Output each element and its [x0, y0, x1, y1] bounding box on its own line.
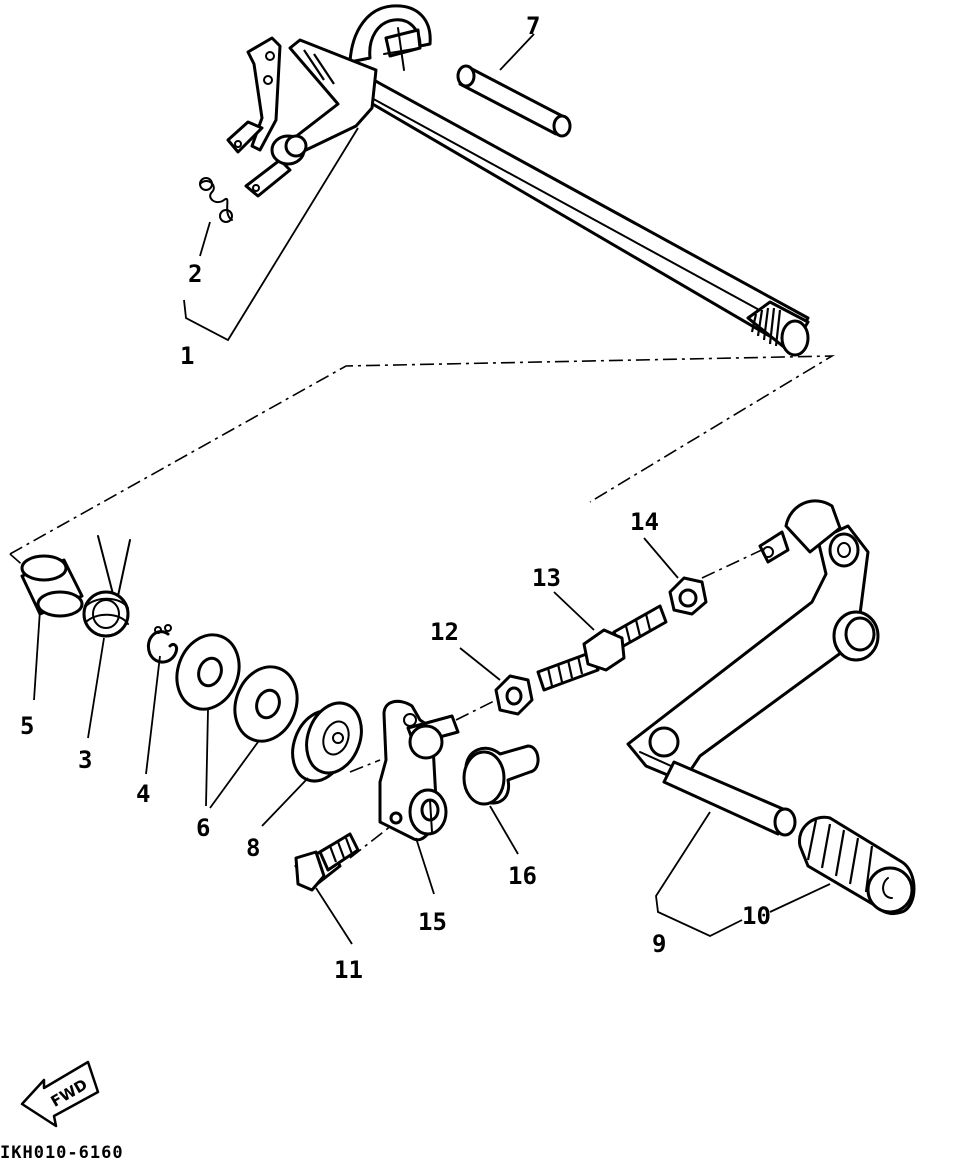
torsion-spring-part-3: [82, 535, 131, 638]
callout-3: 3: [78, 746, 92, 774]
footrest-rubber-part-10: [798, 815, 916, 916]
bolt-part-11: [294, 832, 360, 892]
shift-shaft-assembly: [199, 4, 810, 357]
shift-pedal-part-9: [626, 499, 880, 837]
collar-part-5: [20, 554, 84, 618]
callout-1: 1: [180, 342, 194, 370]
callout-2: 2: [188, 260, 202, 288]
bearing-part-8: [291, 701, 363, 783]
circlip-part-4: [147, 624, 178, 664]
callout-6: 6: [196, 814, 210, 842]
callout-11: 11: [334, 956, 363, 984]
nut-part-12: [494, 674, 534, 716]
callout-16: 16: [508, 862, 537, 890]
washers-part-6: [175, 633, 299, 743]
callout-7: 7: [526, 12, 540, 40]
nut-part-14: [668, 576, 708, 616]
callout-14: 14: [630, 508, 659, 536]
callout-10: 10: [742, 902, 771, 930]
drawing-code: IKH010-6160: [0, 1143, 124, 1160]
leader-lines: [33, 33, 831, 945]
callout-12: 12: [430, 618, 459, 646]
threaded-rod-part-13: [536, 604, 668, 692]
joint-cap-part-16: [462, 744, 540, 806]
callout-labels: 1 2 3 4 5 6 7 8 9 10 11 12 13 14 15 16: [20, 12, 771, 984]
pin-part-7: [456, 64, 572, 138]
callout-15: 15: [418, 908, 447, 936]
callout-8: 8: [246, 834, 260, 862]
callout-4: 4: [136, 780, 150, 808]
fwd-arrow-icon: FWD: [20, 1060, 100, 1128]
lever-clamp-part-15: [378, 699, 460, 842]
callout-9: 9: [652, 930, 666, 958]
callout-5: 5: [20, 712, 34, 740]
callout-13: 13: [532, 564, 561, 592]
